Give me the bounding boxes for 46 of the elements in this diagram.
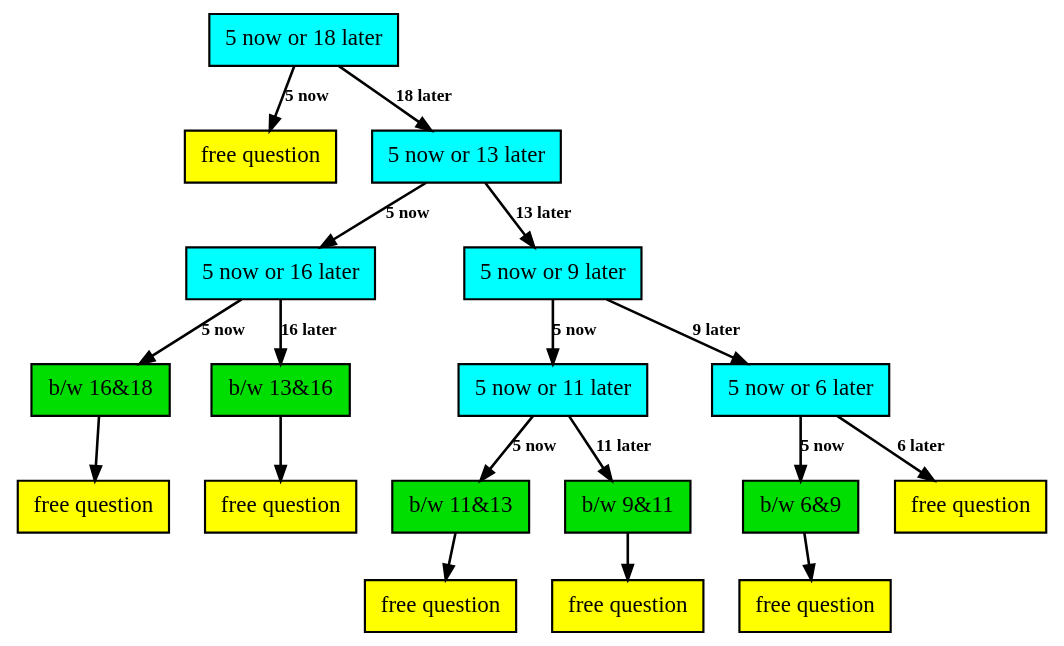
edge-label: 6 later (897, 436, 945, 456)
node-box: free question (363, 579, 518, 634)
node-box: 5 now or 13 later (371, 129, 562, 184)
arrow (89, 416, 103, 485)
node-box: 5 now or 18 later (208, 12, 400, 67)
arrow (478, 415, 534, 484)
edge-label: 5 now (284, 86, 329, 106)
arrow (338, 65, 435, 133)
node-box: 5 now or 11 later (457, 362, 649, 417)
edge-label: 13 later (515, 202, 572, 222)
edge-label: 18 later (395, 86, 452, 106)
arrow (273, 416, 288, 485)
node-box: free question (738, 579, 892, 634)
arrow (273, 299, 288, 368)
node-box: free question (183, 129, 338, 184)
node-box: free question (16, 479, 171, 534)
arrow (568, 415, 614, 484)
arrow (484, 181, 537, 251)
edge-label: 5 now (201, 319, 246, 339)
arrow (442, 532, 457, 584)
node-box: free question (203, 479, 358, 534)
node-box: b/w 9&11 (564, 479, 692, 534)
node-box: 5 now or 9 later (463, 246, 643, 301)
node-box: b/w 11&13 (391, 479, 531, 534)
edge-label: 5 now (552, 319, 597, 339)
node-box: 5 now or 6 later (710, 362, 891, 417)
edge-label: 16 later (280, 319, 337, 339)
arrow (836, 415, 938, 483)
node-box: 5 now or 16 later (185, 246, 377, 301)
node-box: free question (893, 479, 1048, 534)
arrow (317, 181, 427, 250)
arrow (802, 532, 816, 584)
arrow (793, 416, 808, 485)
node-box: free question (551, 579, 705, 634)
arrow (136, 298, 243, 366)
node-box: b/w 6&9 (741, 479, 860, 534)
node-box: b/w 16&18 (30, 362, 171, 417)
edge-label: 5 now (385, 202, 430, 222)
arrow (620, 532, 635, 584)
edge-label: 5 now (512, 436, 557, 456)
edge-label: 9 later (692, 319, 741, 339)
edge-label: 11 later (596, 436, 652, 456)
arrow (546, 299, 560, 368)
node-box: b/w 13&16 (210, 362, 351, 417)
arrow (606, 298, 751, 366)
arrow (268, 65, 296, 135)
